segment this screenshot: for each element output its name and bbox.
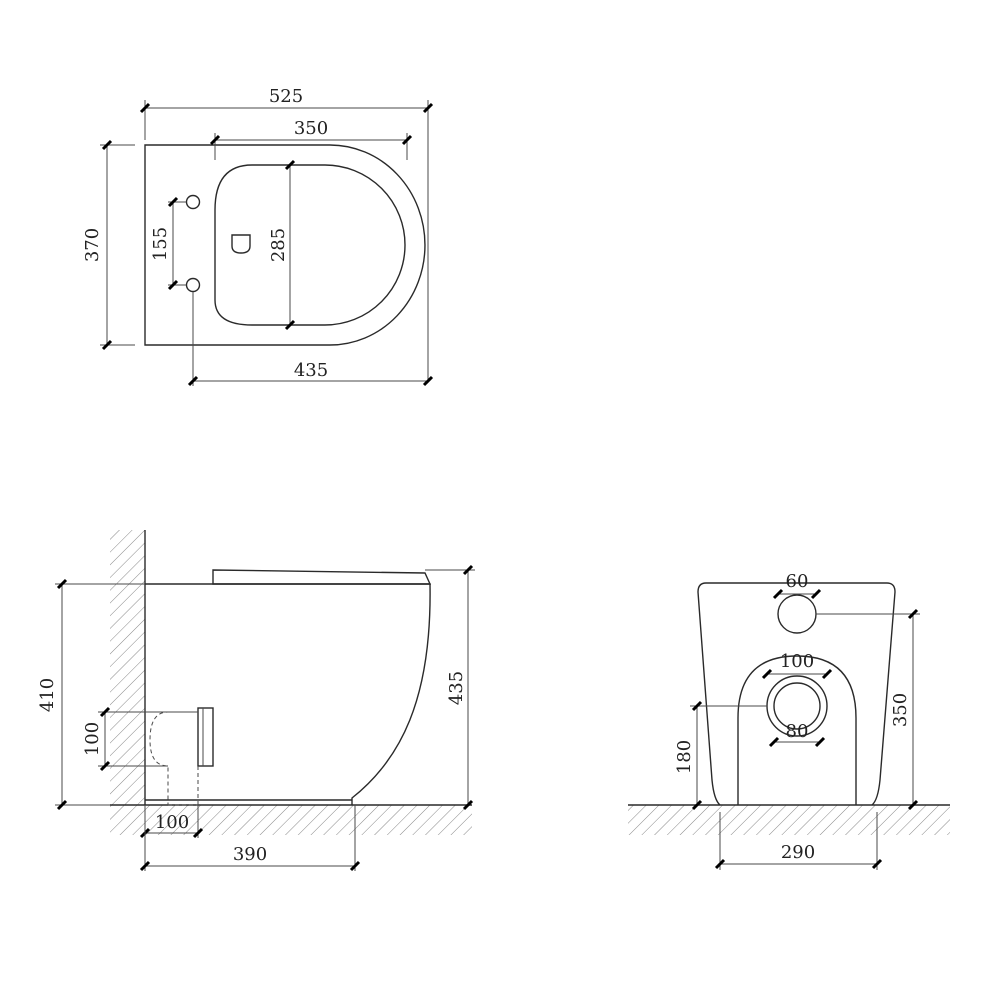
- top-drain-symbol: [231, 234, 251, 254]
- dim-285: 285: [268, 159, 296, 331]
- dim-390: 390: [139, 805, 361, 872]
- front-outlet-arch: [737, 655, 857, 805]
- side-floor-hatch: [110, 805, 472, 835]
- dim-350: 350: [209, 118, 413, 160]
- dim-525: 525: [139, 86, 434, 380]
- dim-80: 80: [768, 721, 826, 748]
- top-inlet-hole-lower: [185, 277, 201, 293]
- dim-410-label: 410: [37, 678, 58, 712]
- side-view: 410 435 100 100: [37, 530, 475, 872]
- dim-410: 410: [37, 578, 145, 811]
- dim-370-label: 370: [82, 228, 103, 262]
- dim-350-front-label: 350: [890, 693, 911, 727]
- side-body-outline: [145, 583, 431, 805]
- dim-435-side: 435: [425, 564, 475, 811]
- side-seat-lid: [212, 569, 432, 585]
- top-view: 525 350 370 155: [82, 86, 434, 387]
- dim-350-label: 350: [294, 118, 328, 139]
- dim-155-label: 155: [150, 227, 171, 261]
- dim-60: 60: [772, 571, 822, 600]
- dim-100-front: 100: [761, 651, 833, 680]
- dim-290: 290: [714, 812, 883, 870]
- dim-60-label: 60: [786, 571, 809, 592]
- dim-100-horizontal: 100: [139, 805, 204, 839]
- dim-80-label: 80: [786, 721, 809, 742]
- dim-525-label: 525: [269, 86, 303, 107]
- front-inlet-circle: [777, 594, 817, 634]
- side-wall-hatch: [110, 530, 145, 805]
- front-outlet-inner-ring: [773, 682, 821, 730]
- dim-350-front: 350: [816, 608, 920, 811]
- dim-435-side-label: 435: [446, 671, 467, 705]
- front-floor-hatch: [628, 805, 950, 835]
- top-inlet-hole-upper: [185, 194, 201, 210]
- front-body-outline: [697, 582, 896, 806]
- dim-390-label: 390: [233, 844, 267, 865]
- dim-100-vertical-label: 100: [82, 722, 103, 756]
- dim-155: 155: [150, 196, 186, 291]
- front-view: 60 100 80 180: [628, 571, 950, 870]
- dim-435-top: 435: [187, 292, 434, 387]
- dim-100-horizontal-label: 100: [155, 812, 189, 833]
- dim-435-top-label: 435: [294, 360, 328, 381]
- side-outlet-pipe: [149, 707, 214, 806]
- dim-100-front-label: 100: [780, 651, 814, 672]
- dim-100-vertical: 100: [82, 706, 198, 772]
- dim-290-label: 290: [781, 842, 815, 863]
- dim-180-label: 180: [674, 740, 695, 774]
- dim-370: 370: [82, 139, 135, 351]
- dim-285-label: 285: [268, 228, 289, 262]
- dim-180: 180: [674, 700, 767, 811]
- top-body-outline: [144, 144, 426, 346]
- top-seat-opening: [214, 164, 406, 326]
